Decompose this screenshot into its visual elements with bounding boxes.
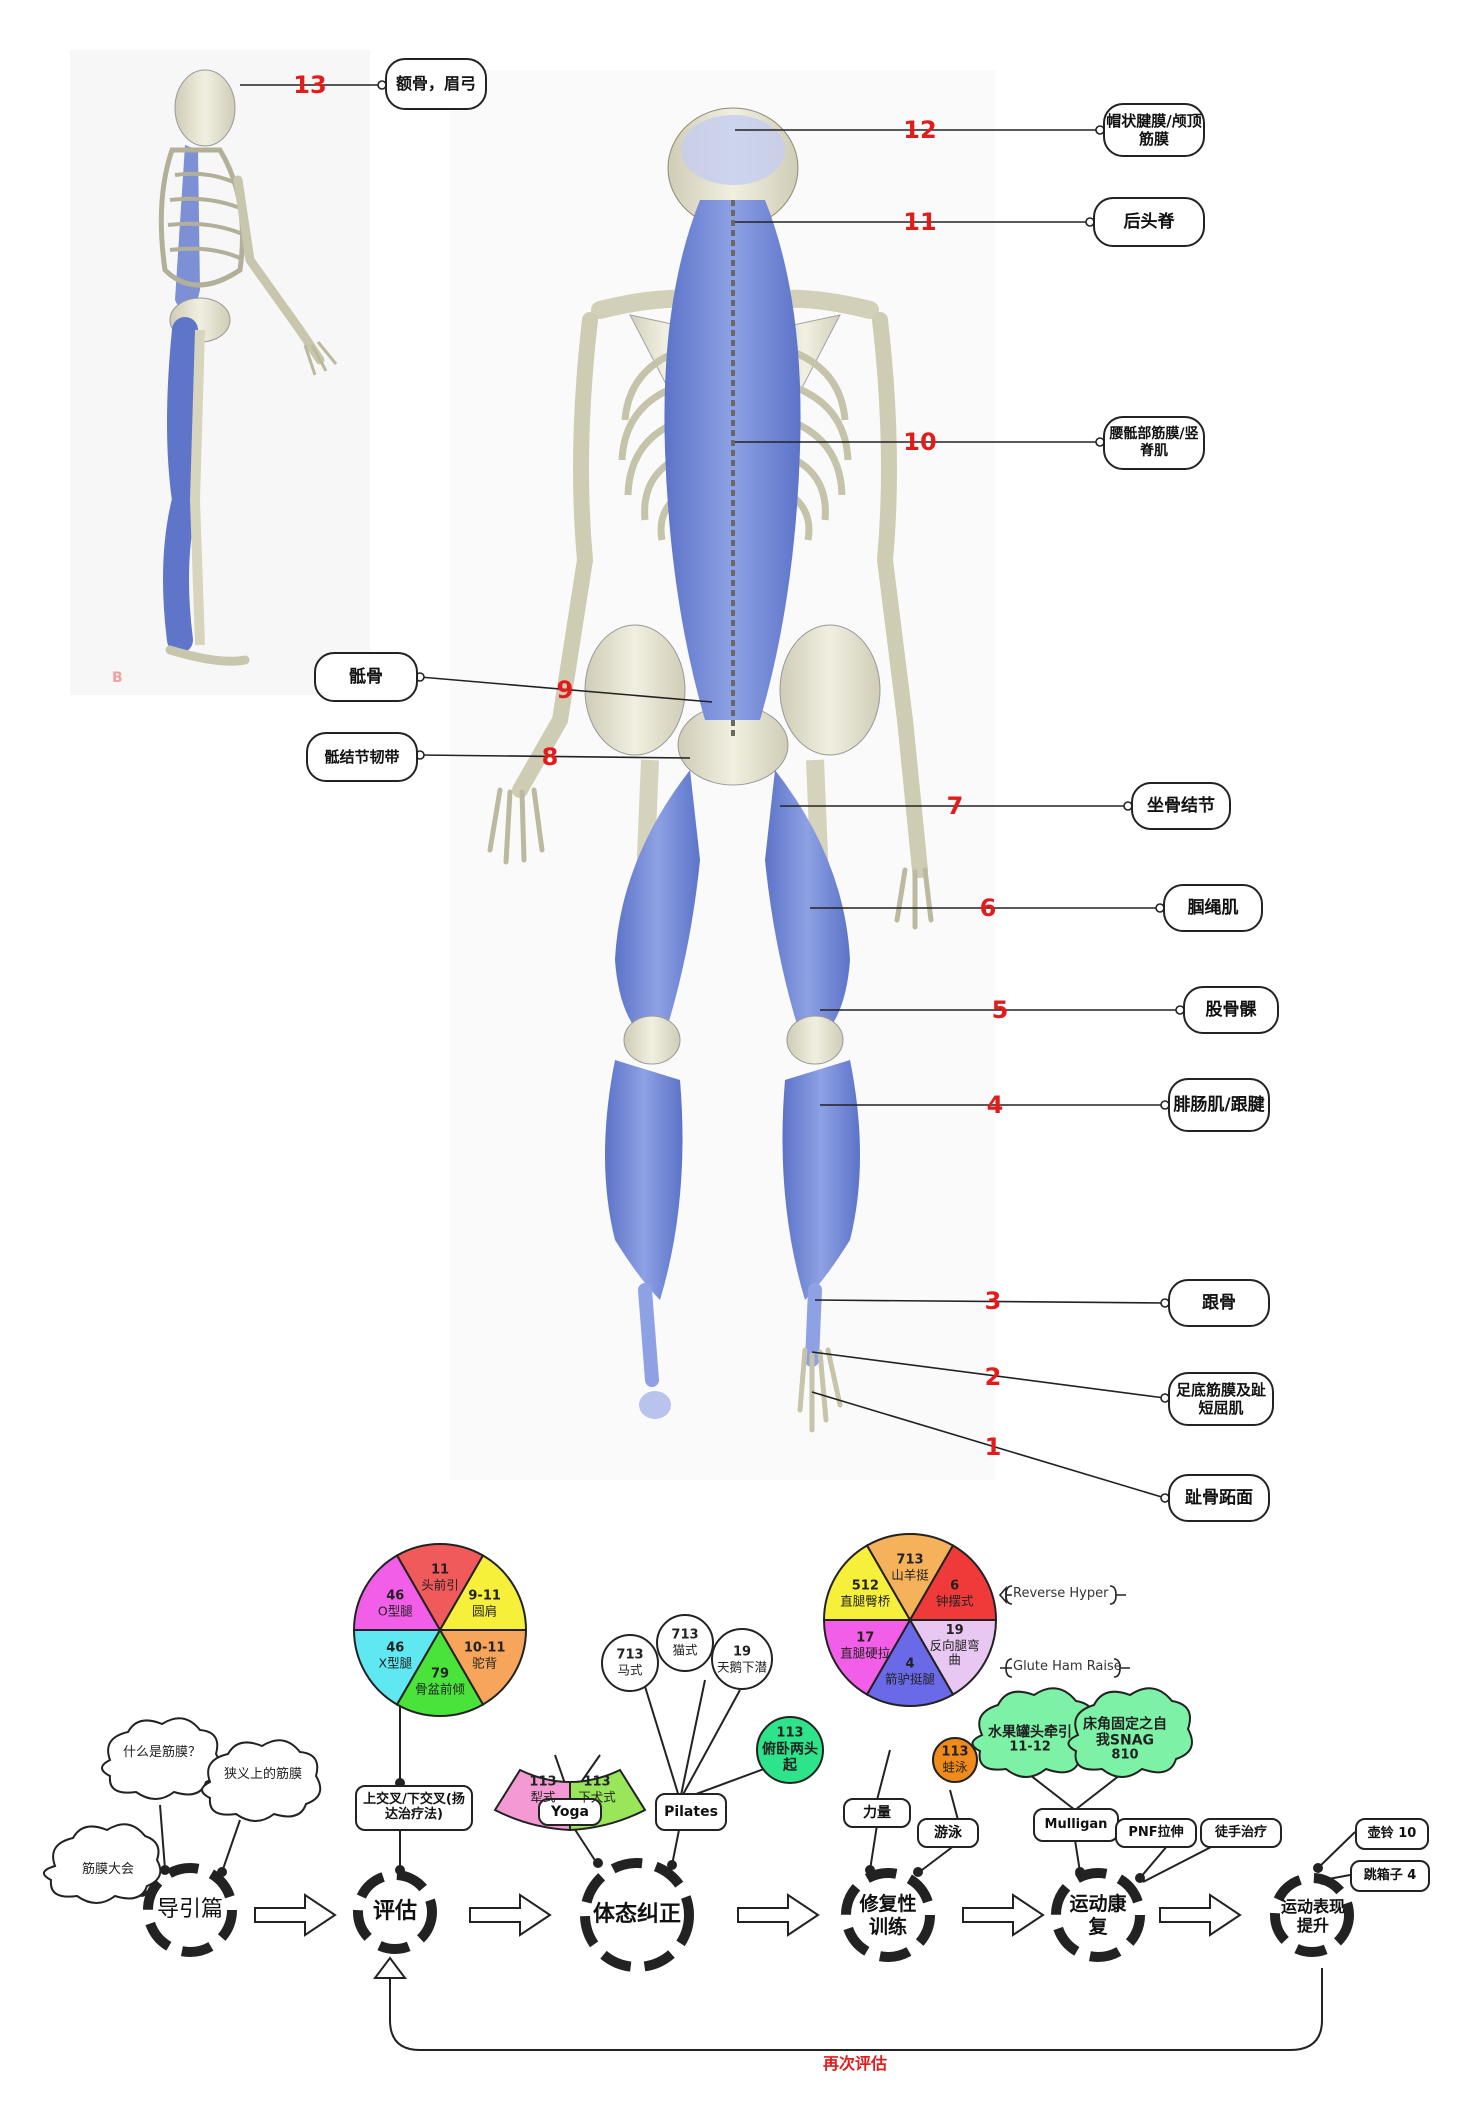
- callout-number-11: 11: [903, 208, 937, 236]
- corrective-brackets: [998, 1585, 1130, 1678]
- assessment-wheel-segment[interactable]: [352, 1554, 442, 1631]
- loop-label: 再次评估: [823, 2054, 888, 2073]
- callout-number-6: 6: [979, 894, 997, 922]
- assessment-wheel-segment[interactable]: [438, 1554, 528, 1631]
- callout-label-toe-plantar: 趾骨跖面: [1168, 1474, 1270, 1522]
- callout-number-4: 4: [986, 1091, 1004, 1119]
- side-skeleton: [158, 69, 338, 666]
- callout-number-10: 10: [903, 428, 937, 456]
- corrective-wheel: [822, 1533, 998, 1707]
- callout-number-9: 9: [556, 676, 574, 704]
- step-performance[interactable]: 运动表现提升: [1280, 1896, 1345, 1935]
- box-jump-pill[interactable]: 跳箱子 4: [1350, 1860, 1430, 1892]
- manual-therapy-pill[interactable]: 徒手治疗: [1200, 1818, 1282, 1848]
- corrective-wheel-segment[interactable]: [822, 1619, 912, 1696]
- corrective-wheel-segment[interactable]: [865, 1618, 955, 1707]
- callout-label-occipital-ridge: 后头脊: [1093, 197, 1205, 247]
- callout-number-8: 8: [541, 743, 559, 771]
- pilates-prone-item: [756, 1716, 824, 1784]
- callout-label-gastrocnemius: 腓肠肌/跟腱: [1168, 1078, 1270, 1132]
- assessment-wheel-segment[interactable]: [352, 1629, 442, 1706]
- swim-pill[interactable]: 游泳: [917, 1818, 979, 1848]
- callout-label-hamstrings: 腘绳肌: [1163, 884, 1263, 932]
- step-posture-correction[interactable]: 体态纠正: [592, 1901, 681, 1927]
- assessment-method-pill[interactable]: 上交叉/下交叉(扬达治疗法): [355, 1785, 473, 1831]
- cloud-narrow-fascia[interactable]: 狭义上的筋膜: [223, 1767, 302, 1783]
- callout-label-frontal-bone: 额骨，眉弓: [385, 58, 487, 110]
- corrective-wheel-segment[interactable]: [908, 1619, 998, 1696]
- intro-clouds: [43, 1717, 322, 1904]
- side-view-panel: [70, 50, 370, 695]
- flow-connectors: [117, 1679, 1356, 2051]
- corrective-wheel-segment[interactable]: [865, 1533, 955, 1623]
- callout-label-sacrotuberous-ligament: 骶结节韧带: [306, 732, 418, 782]
- flow-arrows: [254, 1893, 1242, 1937]
- callout-label-lumbosacral-fascia: 腰骶部筋膜/竖脊肌: [1103, 416, 1205, 470]
- callout-label-calcaneus: 跟骨: [1168, 1279, 1270, 1327]
- assessment-wheel: [352, 1543, 528, 1717]
- step-rehab[interactable]: 运动康复: [1069, 1893, 1127, 1938]
- callout-label-plantar-fascia: 足底筋膜及趾短屈肌: [1168, 1372, 1274, 1426]
- pnf-pill[interactable]: PNF拉伸: [1115, 1818, 1197, 1848]
- connector-dots: [137, 1778, 1328, 1897]
- yoga-pill[interactable]: Yoga: [538, 1798, 602, 1826]
- step-intro[interactable]: 导引篇: [156, 1896, 223, 1922]
- cloud-what-is-fascia[interactable]: 什么是筋膜？: [122, 1745, 201, 1761]
- strength-pill[interactable]: 力量: [843, 1798, 911, 1828]
- anatomy-illustration: [70, 50, 1185, 1503]
- figure-letter: B: [112, 670, 123, 686]
- corrective-wheel-segment[interactable]: [908, 1544, 998, 1621]
- swim-breaststroke-item: [932, 1737, 978, 1783]
- mulligan-pill[interactable]: Mulligan: [1033, 1808, 1119, 1842]
- assessment-wheel-segment[interactable]: [395, 1543, 485, 1633]
- callout-label-ischial-tuberosity: 坐骨结节: [1131, 782, 1231, 830]
- callout-number-12: 12: [903, 116, 937, 144]
- callout-number-7: 7: [946, 792, 964, 820]
- step-rings: [143, 1858, 1354, 1972]
- corrective-wheel-segment[interactable]: [822, 1544, 912, 1621]
- step-corrective-training[interactable]: 修复性训练: [859, 1893, 917, 1938]
- back-skeleton: [487, 107, 934, 1433]
- assessment-wheel-segment[interactable]: [395, 1628, 485, 1717]
- pilates-pill[interactable]: Pilates: [655, 1793, 727, 1831]
- callout-number-13: 13: [293, 71, 327, 99]
- callout-label-femoral-condyle: 股骨髁: [1183, 986, 1279, 1034]
- flow-diagram: [43, 1533, 1356, 2051]
- bracket-glute-ham-raise: Glute Ham Raise: [1013, 1659, 1122, 1674]
- rehab-clouds: [971, 1687, 1193, 1778]
- callout-number-2: 2: [984, 1363, 1002, 1391]
- callout-label-sacrum: 骶骨: [314, 652, 418, 702]
- callout-number-3: 3: [984, 1287, 1002, 1315]
- callout-number-5: 5: [991, 996, 1009, 1024]
- pilates-items: [601, 1614, 773, 1692]
- kettlebell-pill[interactable]: 壶铃 10: [1355, 1818, 1429, 1850]
- callout-number-1: 1: [984, 1433, 1002, 1461]
- callout-label-galea: 帽状腱膜/颅顶筋膜: [1103, 103, 1205, 157]
- cloud-fascia-congress[interactable]: 筋膜大会: [81, 1862, 134, 1878]
- step-assessment[interactable]: 评估: [372, 1899, 417, 1925]
- bracket-reverse-hyper: Reverse Hyper: [1013, 1586, 1109, 1601]
- assessment-wheel-segment[interactable]: [438, 1629, 528, 1706]
